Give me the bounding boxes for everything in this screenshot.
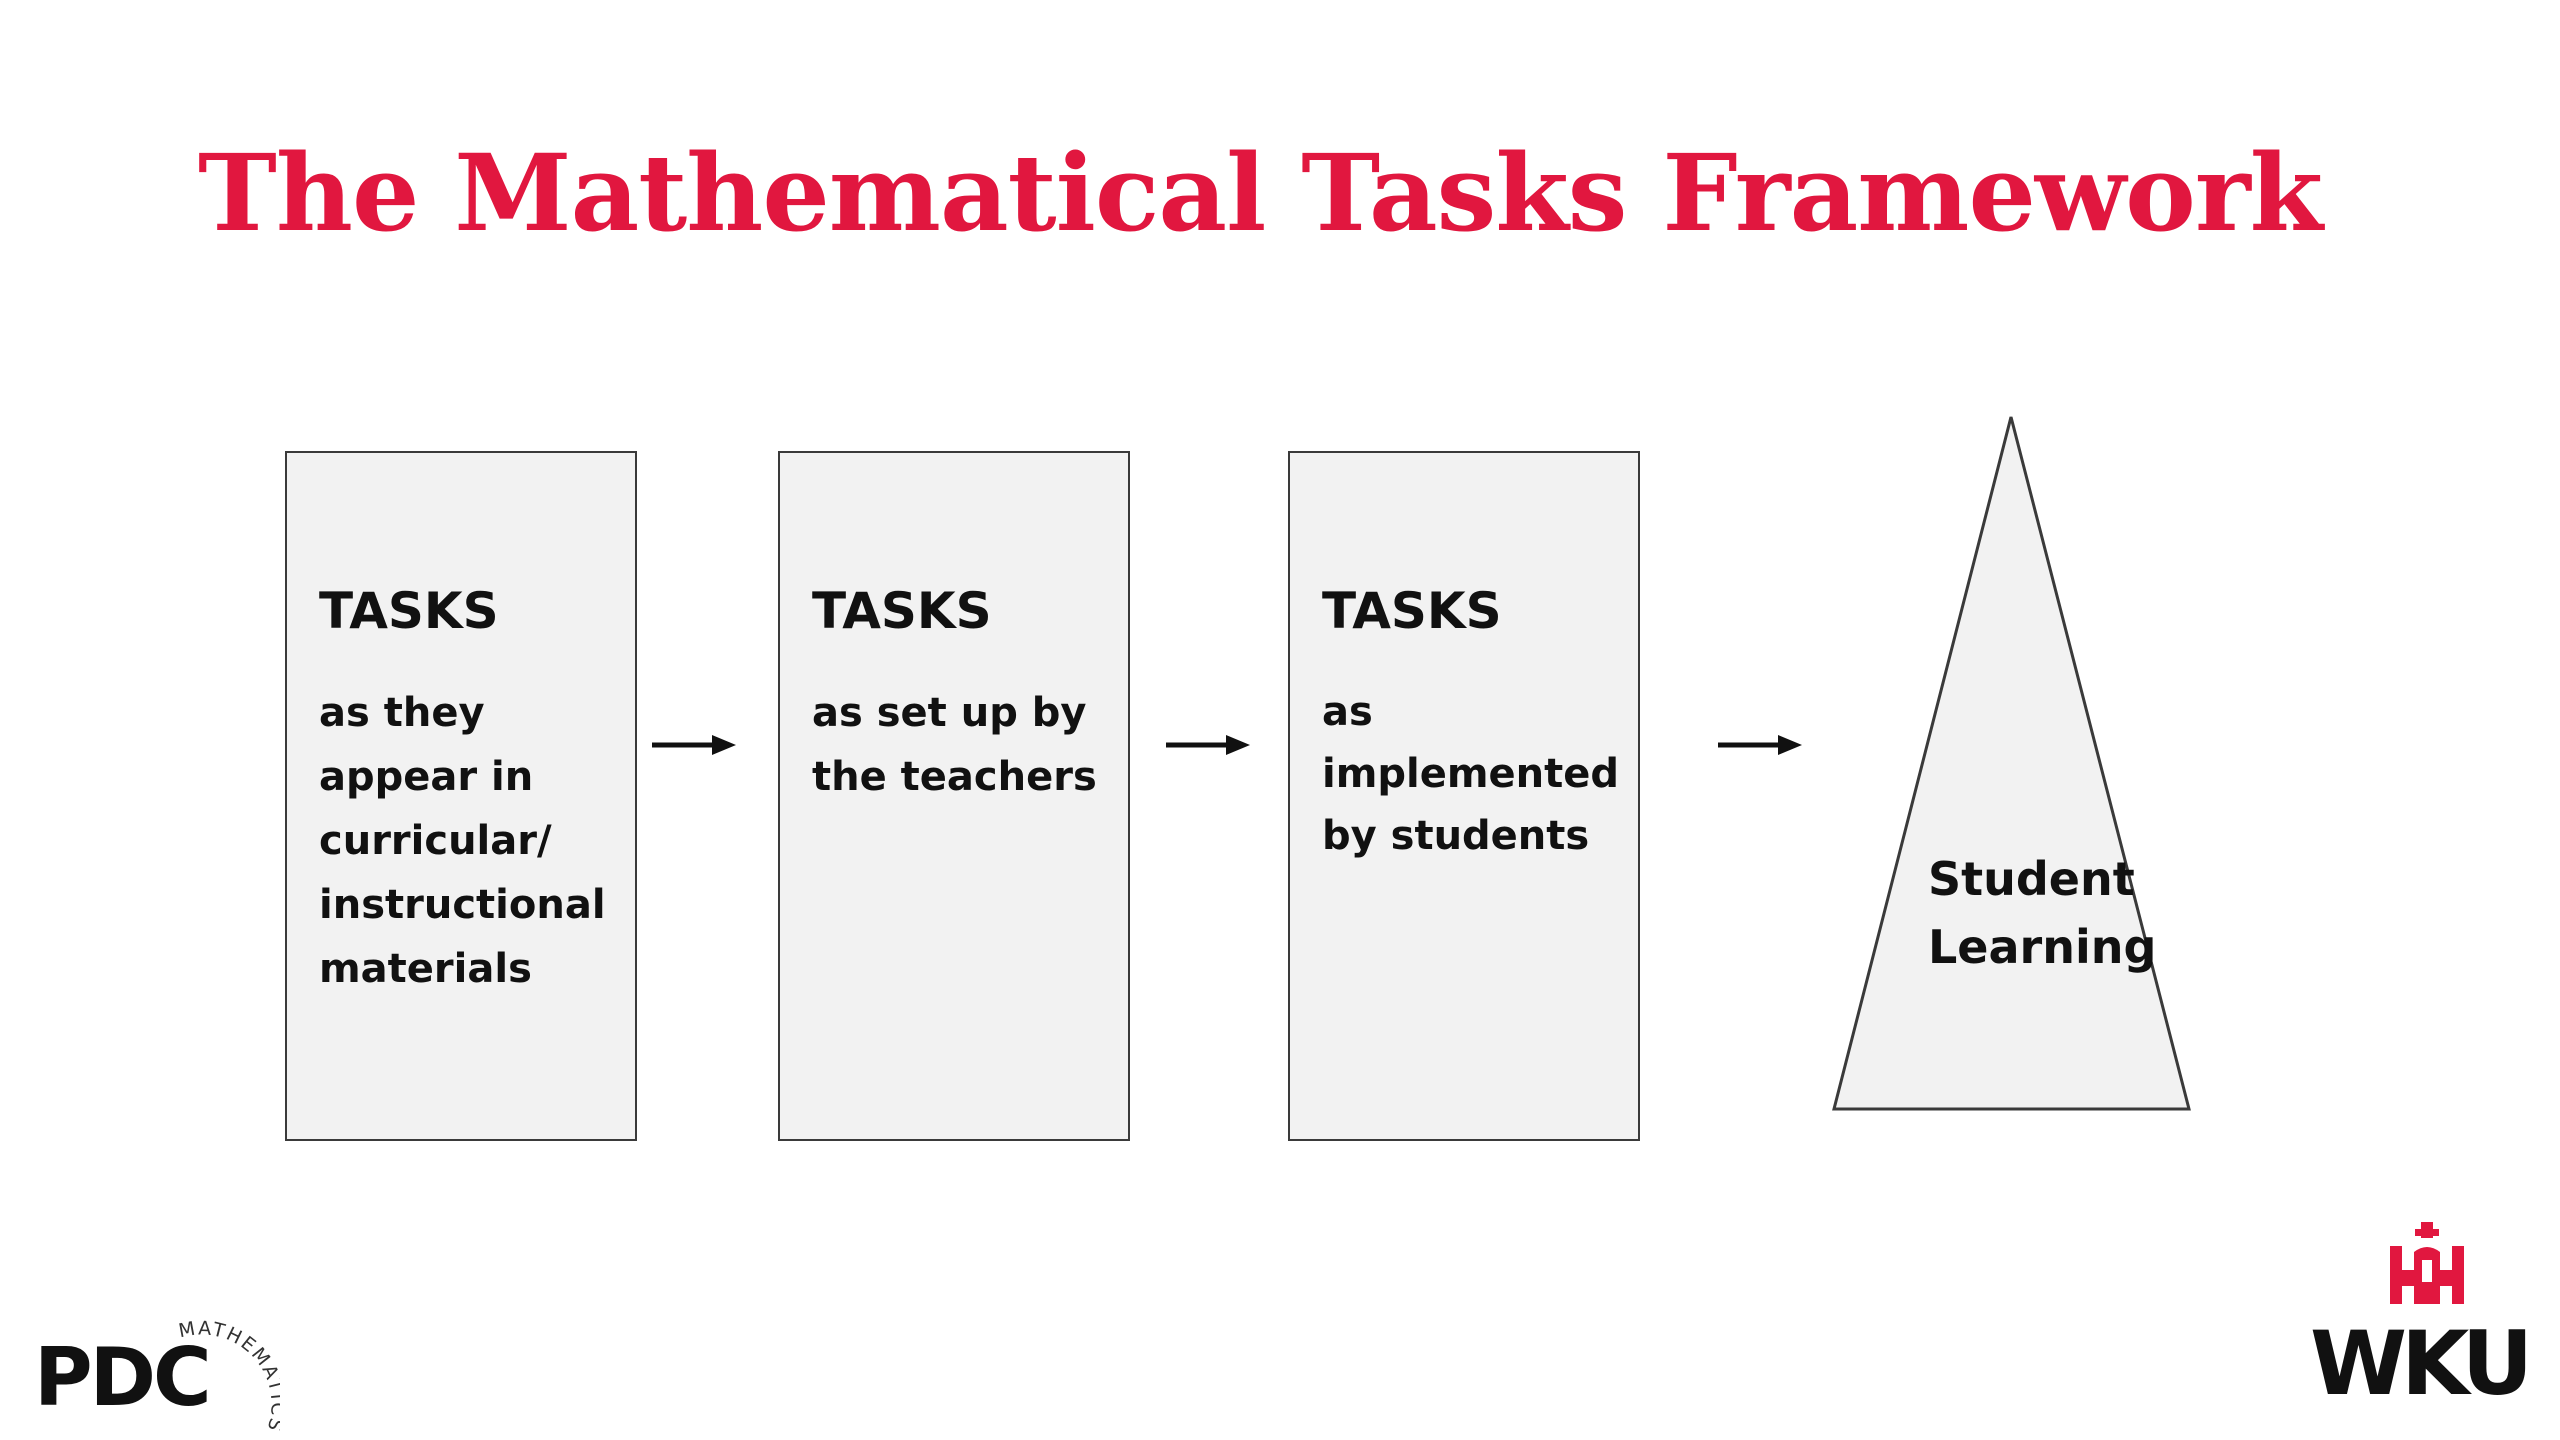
box-description: as they appear in curricular/ instructio… [319, 690, 606, 992]
tasks-box-students: TASKS as implemented by students [1288, 451, 1640, 1141]
student-learning-label: Student Learning [1928, 852, 2157, 974]
right-arrow-icon [652, 735, 736, 755]
pdc-mathematics-logo: MATHEMATICS PDC [30, 1300, 280, 1440]
wku-text: WKU [2310, 1312, 2533, 1415]
wku-castle-icon [2390, 1222, 2464, 1304]
box-heading: TASKS [1322, 582, 1502, 640]
box-heading: TASKS [319, 582, 499, 640]
pdc-text: PDC [34, 1331, 212, 1424]
wku-logo: WKU [2310, 1218, 2555, 1428]
slide-title: The Mathematical Tasks Framework [198, 130, 2323, 255]
right-arrow-icon [1718, 735, 1802, 755]
tasks-box-curricular: TASKS as they appear in curricular/ inst… [285, 451, 637, 1141]
right-arrow-icon [1166, 735, 1250, 755]
tasks-box-teachers: TASKS as set up by the teachers [778, 451, 1130, 1141]
box-heading: TASKS [812, 582, 992, 640]
box-description: as implemented by students [1322, 689, 1620, 859]
box-description: as set up by the teachers [812, 690, 1097, 800]
